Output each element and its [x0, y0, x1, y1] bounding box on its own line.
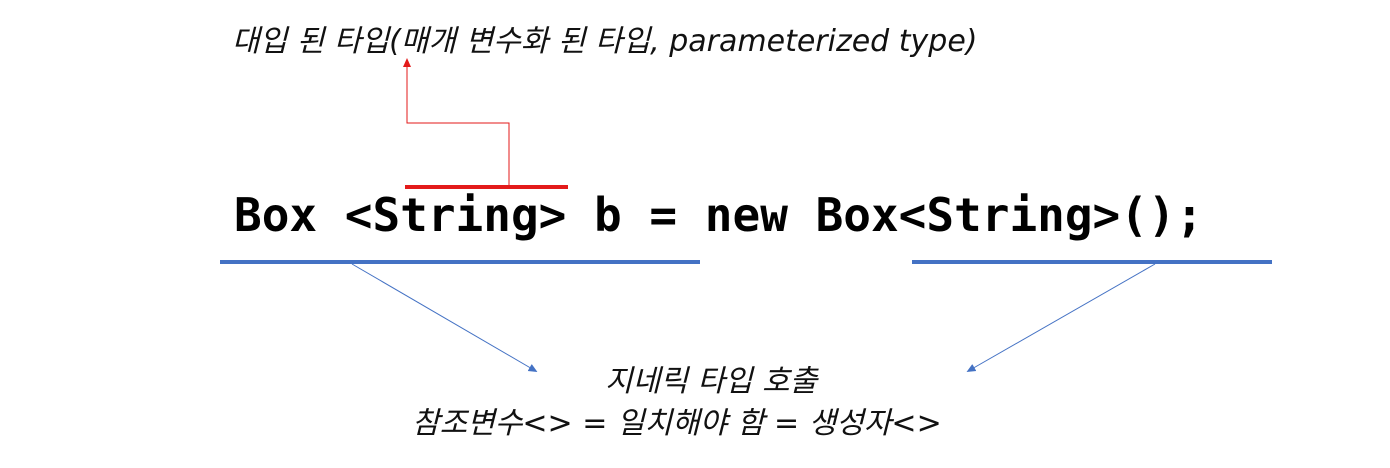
reference-variable-arrow — [351, 263, 538, 373]
generic-type-call-label: 지네릭 타입 호출 — [605, 364, 818, 399]
type-argument-connector — [403, 58, 510, 185]
parameterized-type-label: 대입 된 타입(매개 변수화 된 타입, parameterized type) — [232, 24, 978, 59]
type-match-rule-label: 참조변수<> = 일치해야 함 = 생성자<> — [412, 406, 942, 441]
constructor-arrow — [966, 263, 1156, 372]
code-statement: Box <String> b = new Box<String>(); — [234, 188, 1204, 242]
